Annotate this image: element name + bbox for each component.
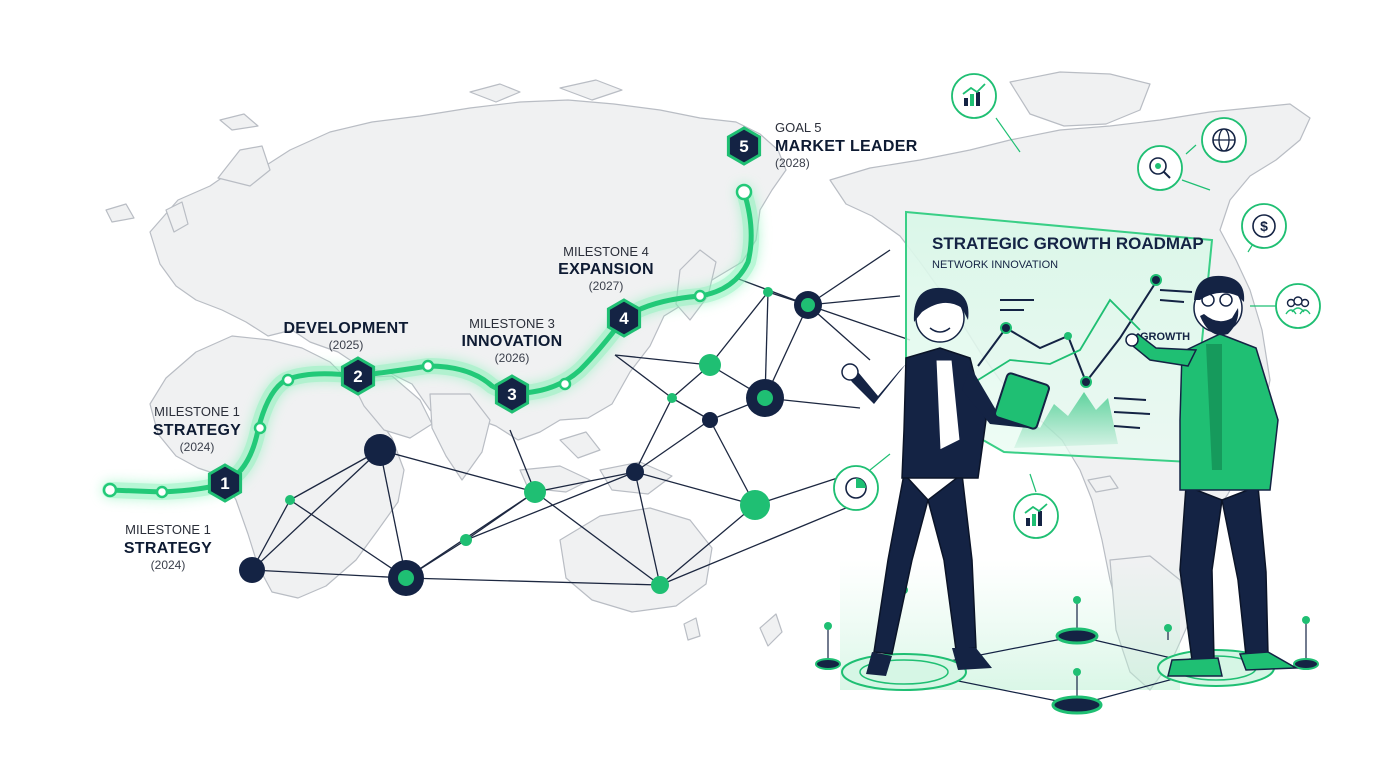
milestone-hexagon xyxy=(606,298,642,338)
svg-text:MILESTONE 1: MILESTONE 1 xyxy=(125,522,211,537)
roadmap-path xyxy=(102,183,760,500)
svg-text:MILESTONE 1: MILESTONE 1 xyxy=(154,404,240,419)
milestone-3-label: MILESTONE 3 INNOVATION (2026) xyxy=(461,316,562,365)
milestone-hexagon xyxy=(340,356,376,396)
svg-text:MARKET LEADER: MARKET LEADER xyxy=(775,138,918,155)
svg-text:(2025): (2025) xyxy=(329,338,364,352)
milestone-number: 2 xyxy=(353,367,362,386)
goal-5-label: GOAL 5 MARKET LEADER (2028) xyxy=(775,120,918,170)
dollar-icon: $ xyxy=(1241,203,1287,249)
milestone-1-marker: 1 xyxy=(207,463,243,503)
board-subtitle: NETWORK INNOVATION xyxy=(932,259,1058,271)
milestone-4-label: MILESTONE 4 EXPANSION (2027) xyxy=(558,244,654,293)
growth-label: GROWTH xyxy=(1140,331,1190,343)
milestone-number: 4 xyxy=(619,309,629,328)
svg-text:(2027): (2027) xyxy=(589,279,624,293)
woman-with-tablet xyxy=(841,287,1050,676)
pie-chart-icon xyxy=(833,465,879,511)
board-line-chart xyxy=(977,274,1193,448)
milestone-3-marker: 3 xyxy=(494,374,530,414)
milestone-1-label-duplicate: MILESTONE 1 STRATEGY (2024) xyxy=(124,522,212,572)
milestone-5-marker: 5 xyxy=(726,126,762,166)
bar-chart-icon xyxy=(951,73,997,119)
bar-chart-icon-2 xyxy=(1013,493,1059,539)
svg-text:(2028): (2028) xyxy=(775,156,810,170)
svg-text:(2026): (2026) xyxy=(495,351,530,365)
search-globe-icon xyxy=(1137,145,1183,191)
svg-text:$: $ xyxy=(1260,218,1268,234)
svg-text:MILESTONE 3: MILESTONE 3 xyxy=(469,316,555,331)
svg-text:(2024): (2024) xyxy=(151,558,186,572)
milestone-1-label: MILESTONE 1 STRATEGY (2024) xyxy=(153,404,241,454)
milestone-4-marker: 4 xyxy=(606,298,642,338)
milestone-hexagon xyxy=(494,374,530,414)
svg-text:STRATEGY: STRATEGY xyxy=(153,422,241,439)
people-icon xyxy=(1275,283,1321,329)
milestone-2-label: DEVELOPMENT (2025) xyxy=(283,320,408,352)
milestone-hexagon xyxy=(726,126,762,166)
network-links xyxy=(251,249,911,586)
svg-text:DEVELOPMENT: DEVELOPMENT xyxy=(283,320,408,337)
svg-text:INNOVATION: INNOVATION xyxy=(461,333,562,350)
globe-icon xyxy=(1201,117,1247,163)
milestone-2-marker: 2 xyxy=(340,356,376,396)
board-title: STRATEGIC GROWTH ROADMAP xyxy=(932,234,1204,253)
milestone-number: 1 xyxy=(220,474,229,493)
svg-text:STRATEGY: STRATEGY xyxy=(124,540,212,557)
svg-text:GOAL 5: GOAL 5 xyxy=(775,120,821,135)
network-nodes xyxy=(239,287,822,596)
svg-text:EXPANSION: EXPANSION xyxy=(558,261,654,278)
svg-text:MILESTONE 4: MILESTONE 4 xyxy=(563,244,649,259)
milestone-number: 3 xyxy=(507,385,516,404)
milestone-hexagon xyxy=(207,463,243,503)
milestone-number: 5 xyxy=(739,137,748,156)
svg-text:(2024): (2024) xyxy=(180,440,215,454)
man-pointing xyxy=(1125,275,1299,677)
